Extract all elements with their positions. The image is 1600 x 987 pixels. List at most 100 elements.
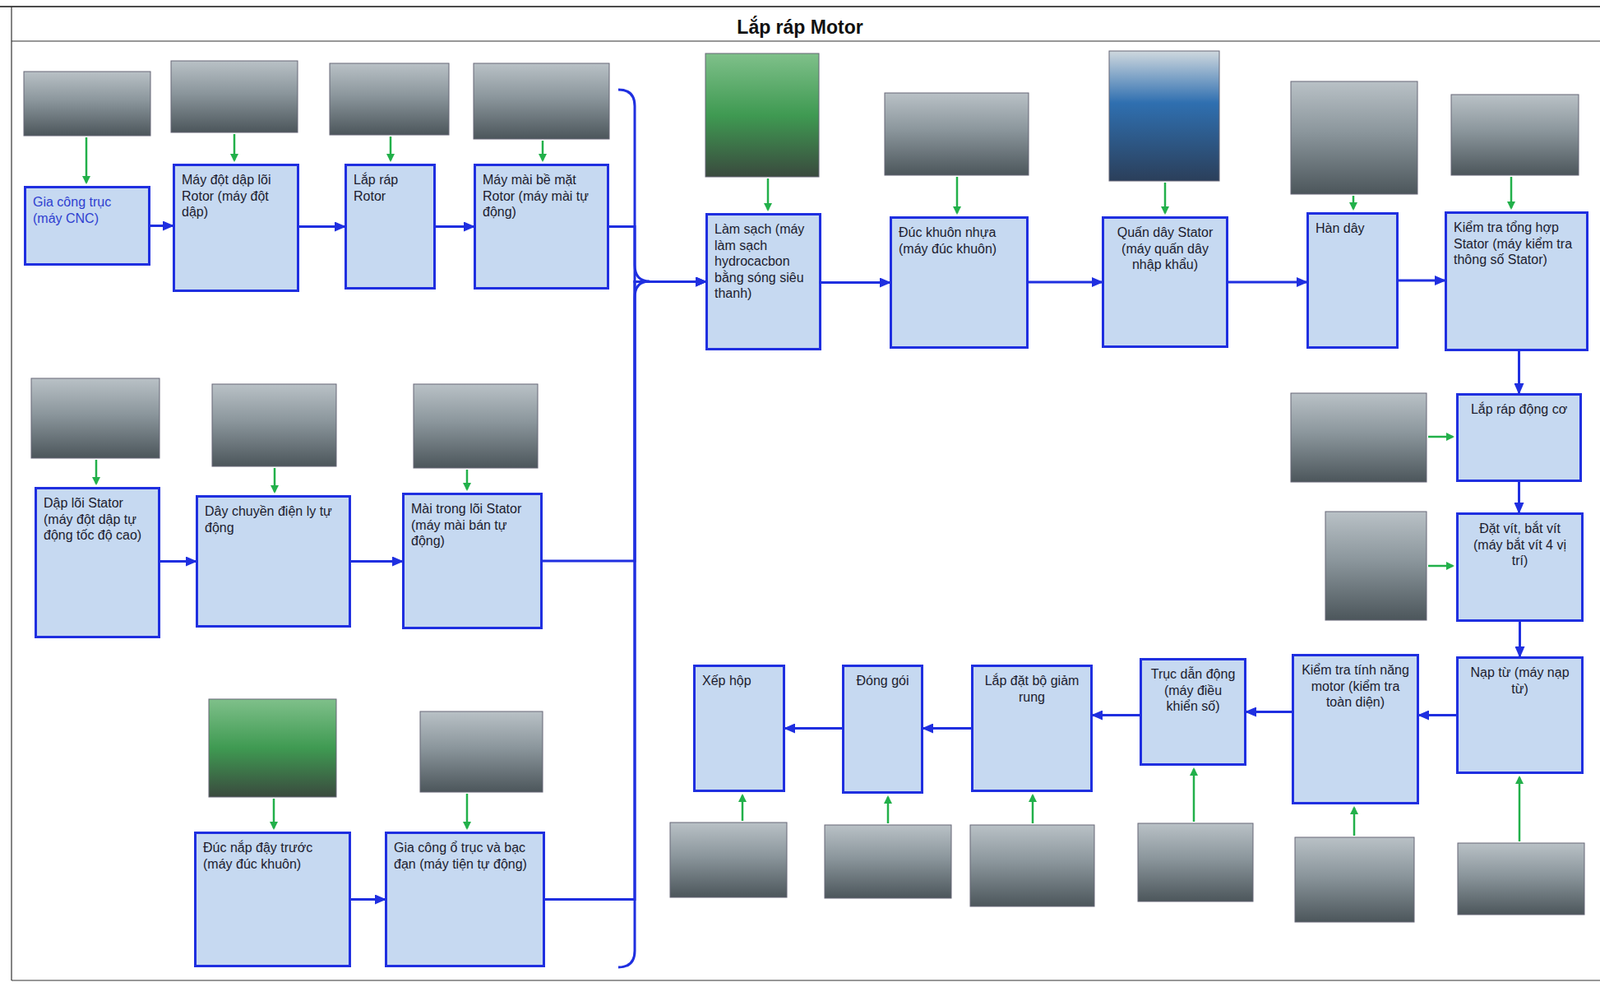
photo-arrow bbox=[767, 178, 770, 210]
flow-arrow bbox=[609, 226, 706, 283]
process-label: Đóng gói bbox=[850, 672, 915, 690]
photo-arrow bbox=[95, 459, 98, 484]
process-label: Dập lõi Stator (máy đột dập tự động tốc … bbox=[43, 494, 152, 544]
process-label: Làm sạch (máy làm sạch hydrocacbon bằng … bbox=[714, 221, 813, 302]
photo-arrow bbox=[1031, 795, 1035, 824]
frame-line bbox=[0, 5, 1600, 8]
flow-arrow bbox=[299, 225, 345, 228]
machine-photo bbox=[970, 824, 1095, 907]
photo-arrow bbox=[466, 469, 469, 490]
photo-arrow-group bbox=[86, 134, 1520, 842]
photo-arrow bbox=[887, 796, 890, 824]
process-box: Kiểm tra tổng hợp Stator (máy kiểm tra t… bbox=[1444, 211, 1589, 352]
machine-photo bbox=[1451, 94, 1579, 176]
flow-arrow bbox=[1517, 351, 1521, 394]
machine-photo bbox=[1137, 823, 1254, 902]
flow-arrow bbox=[545, 282, 706, 900]
process-box: Đặt vít, bắt vít (máy bắt vít 4 vị trí) bbox=[1456, 512, 1584, 622]
machine-photo bbox=[1290, 81, 1418, 195]
machine-photo bbox=[31, 378, 160, 458]
flow-arrow bbox=[923, 726, 972, 730]
flow-arrow bbox=[1228, 281, 1307, 284]
machine-photo bbox=[208, 698, 337, 797]
flow-arrow bbox=[160, 559, 196, 563]
machine-photo bbox=[824, 824, 952, 898]
process-box: Làm sạch (máy làm sạch hydrocacbon bằng … bbox=[705, 212, 822, 351]
process-label: Xếp hộp bbox=[702, 672, 777, 690]
machine-photo bbox=[1457, 842, 1585, 915]
photo-arrow bbox=[741, 795, 745, 821]
process-label: Máy mài bề mặt Rotor (máy mài tự động) bbox=[482, 171, 601, 221]
machine-photo bbox=[473, 63, 610, 139]
process-box: Gia công trục (máy CNC) bbox=[23, 185, 151, 266]
process-label: Mài trong lõi Stator (máy mài bán tự độn… bbox=[411, 500, 534, 550]
photo-arrow bbox=[389, 136, 393, 161]
process-box: Gia công ổ trục và bạc đạn (máy tiện tự … bbox=[384, 831, 546, 967]
process-label: Đúc nắp đậy trước (máy đúc khuôn) bbox=[203, 839, 343, 872]
process-box: Nạp từ (máy nạp từ) bbox=[1456, 656, 1584, 774]
flow-arrow bbox=[351, 897, 385, 901]
process-label: Đặt vít, bắt vít (máy bắt vít 4 vị trí) bbox=[1465, 520, 1575, 569]
photo-arrow bbox=[1510, 176, 1513, 209]
photo-group bbox=[23, 50, 1585, 922]
flow-arrow bbox=[150, 224, 173, 227]
machine-photo bbox=[1294, 836, 1415, 922]
photo-arrow bbox=[1353, 807, 1356, 836]
machine-photo bbox=[884, 92, 1029, 176]
photo-arrow bbox=[466, 793, 469, 828]
machine-photo bbox=[420, 711, 543, 792]
photo-arrow bbox=[541, 140, 545, 161]
machine-photo bbox=[670, 822, 787, 898]
machine-photo bbox=[212, 383, 337, 467]
process-label: Gia công ổ trục và bạc đạn (máy tiện tự … bbox=[393, 839, 537, 872]
flow-arrow bbox=[1419, 713, 1457, 717]
photo-arrow bbox=[1518, 776, 1522, 842]
process-box: Đúc nắp đậy trước (máy đúc khuôn) bbox=[194, 831, 352, 967]
photo-arrow bbox=[1428, 435, 1453, 439]
process-label: Quấn dây Stator (máy quấn dây nhập khẩu) bbox=[1110, 224, 1220, 273]
process-box: Lắp ráp động cơ bbox=[1456, 393, 1582, 482]
machine-photo bbox=[705, 53, 819, 177]
machine-photo bbox=[1290, 393, 1427, 482]
flow-arrow bbox=[1092, 713, 1140, 717]
photo-arrow bbox=[1193, 768, 1196, 822]
process-box: Xếp hộp bbox=[693, 664, 786, 792]
photo-arrow bbox=[1164, 182, 1167, 213]
photo-arrow bbox=[85, 137, 88, 183]
flow-arrow bbox=[542, 282, 706, 562]
process-box: Kiểm tra tính năng motor (kiểm tra toàn … bbox=[1291, 653, 1420, 805]
flow-arrow bbox=[1518, 621, 1522, 657]
photo-arrow bbox=[273, 467, 277, 492]
photo-arrow bbox=[272, 798, 276, 828]
process-label: Nạp từ (máy nạp từ) bbox=[1465, 664, 1575, 697]
flow-arrow bbox=[1398, 279, 1445, 283]
frame-line bbox=[11, 979, 1600, 981]
flow-arrow bbox=[351, 559, 403, 563]
process-label: Lắp ráp động cơ bbox=[1465, 401, 1573, 418]
flow-arrow bbox=[1246, 710, 1292, 713]
flow-arrow bbox=[1028, 281, 1102, 284]
machine-photo bbox=[1325, 511, 1427, 620]
process-box: Quấn dây Stator (máy quấn dây nhập khẩu) bbox=[1101, 216, 1229, 348]
process-box: Dây chuyền điện ly tự động bbox=[195, 494, 352, 628]
machine-photo bbox=[171, 60, 298, 133]
process-label: Trục dẫn động (máy điều khiển số) bbox=[1148, 665, 1238, 715]
process-box: Hàn dây bbox=[1306, 212, 1399, 349]
diagram-title: Lắp ráp Motor bbox=[0, 16, 1600, 39]
process-label: Kiểm tra tổng hợp Stator (máy kiểm tra t… bbox=[1453, 219, 1580, 269]
flow-arrow bbox=[785, 726, 842, 730]
photo-arrow bbox=[1352, 195, 1355, 209]
process-label: Máy đột dập lõi Rotor (máy đột dập) bbox=[181, 171, 291, 221]
process-label: Lắp đặt bộ giảm rung bbox=[980, 672, 1084, 705]
process-label: Kiểm tra tính năng motor (kiểm tra toàn … bbox=[1300, 661, 1411, 711]
machine-photo bbox=[23, 71, 151, 136]
flow-arrow bbox=[821, 281, 890, 284]
process-box: Đúc khuôn nhựa (máy đúc khuôn) bbox=[889, 216, 1029, 349]
process-box: Mài trong lõi Stator (máy mài bán tự độn… bbox=[402, 492, 543, 629]
machine-photo bbox=[413, 383, 538, 468]
process-label: Hàn dây bbox=[1315, 220, 1390, 237]
machine-photo bbox=[329, 63, 449, 135]
machine-photo bbox=[1109, 50, 1220, 181]
process-label: Lắp ráp Rotor bbox=[353, 171, 427, 204]
